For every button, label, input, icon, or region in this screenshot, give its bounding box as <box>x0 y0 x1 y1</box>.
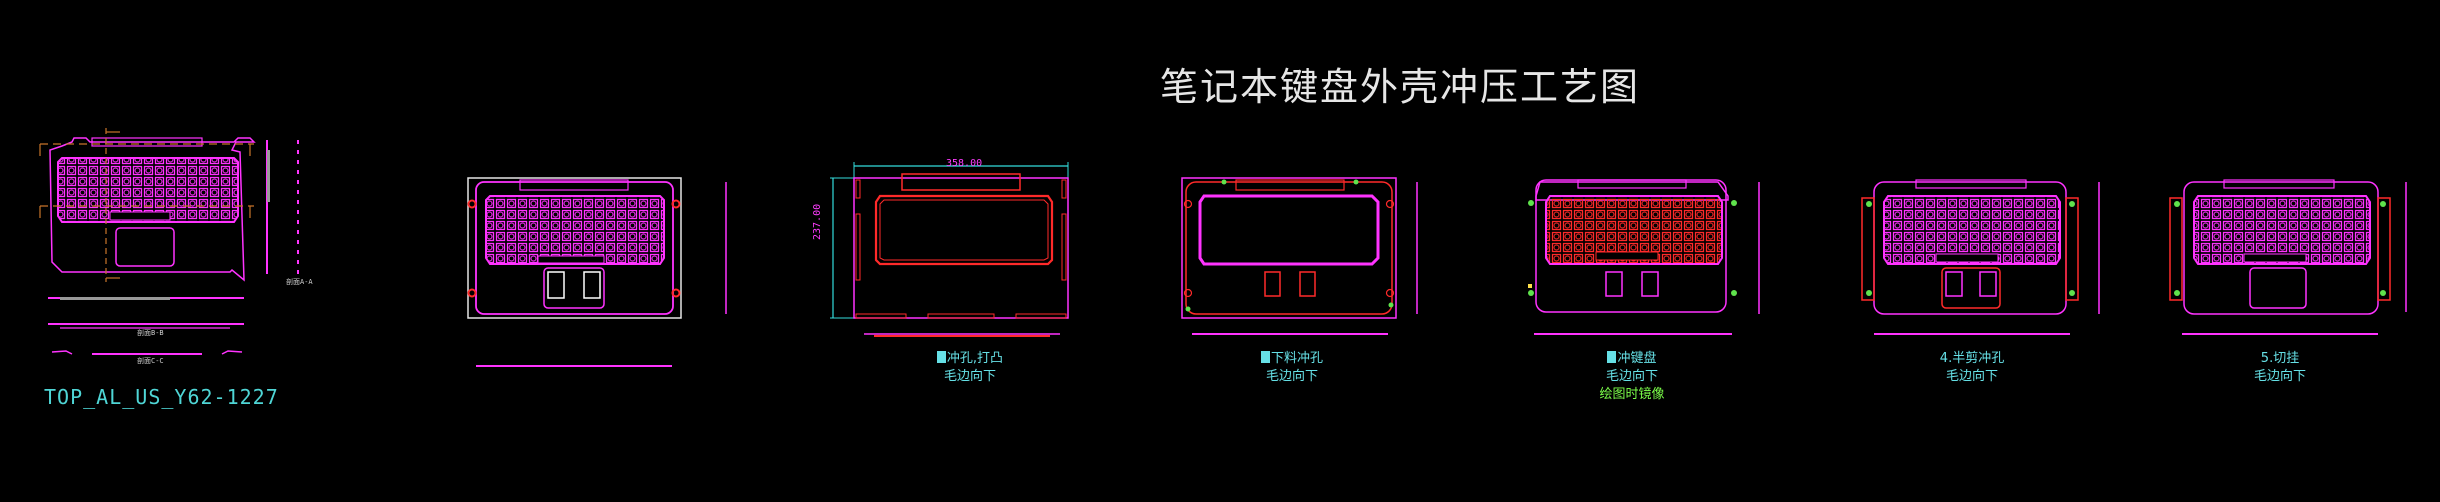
step-blank-drawing <box>467 177 727 367</box>
section-label-cc: 剖面C-C <box>137 357 164 365</box>
step-3-caption: 冲键盘 毛边向下 绘图时镜像 <box>1572 350 1692 404</box>
section-label-aa: 剖面A-A <box>286 278 313 286</box>
step-3-drawing <box>1528 179 1760 335</box>
width-dimension: 358.00 <box>946 158 983 169</box>
section-label-bb: 剖面B-B <box>137 329 164 337</box>
step-4-caption: 4.半剪冲孔 毛边向下 <box>1939 351 2005 384</box>
mirror-note: 绘图时镜像 <box>1599 387 1665 402</box>
step-4-drawing <box>1861 179 2100 335</box>
step-1-drawing <box>830 162 1069 337</box>
height-dimension: 237.00 <box>812 203 823 240</box>
reference-view <box>39 128 299 355</box>
step-5-drawing <box>2169 179 2407 335</box>
step-1-caption: 冲孔,打凸 毛边向下 <box>910 350 1030 386</box>
step-2-drawing <box>1181 177 1418 335</box>
step-2-caption: 下料冲孔 毛边向下 <box>1232 350 1352 386</box>
step-marker-icon <box>1607 351 1617 363</box>
part-id-label: TOP_AL_US_Y62-1227 <box>44 385 279 409</box>
drawing-title: 笔记本键盘外壳冲压工艺图 <box>1160 65 1641 109</box>
step-5-caption: 5.切挂 毛边向下 <box>2253 351 2306 384</box>
step-marker-icon <box>1260 351 1270 363</box>
step-marker-icon <box>936 351 946 363</box>
